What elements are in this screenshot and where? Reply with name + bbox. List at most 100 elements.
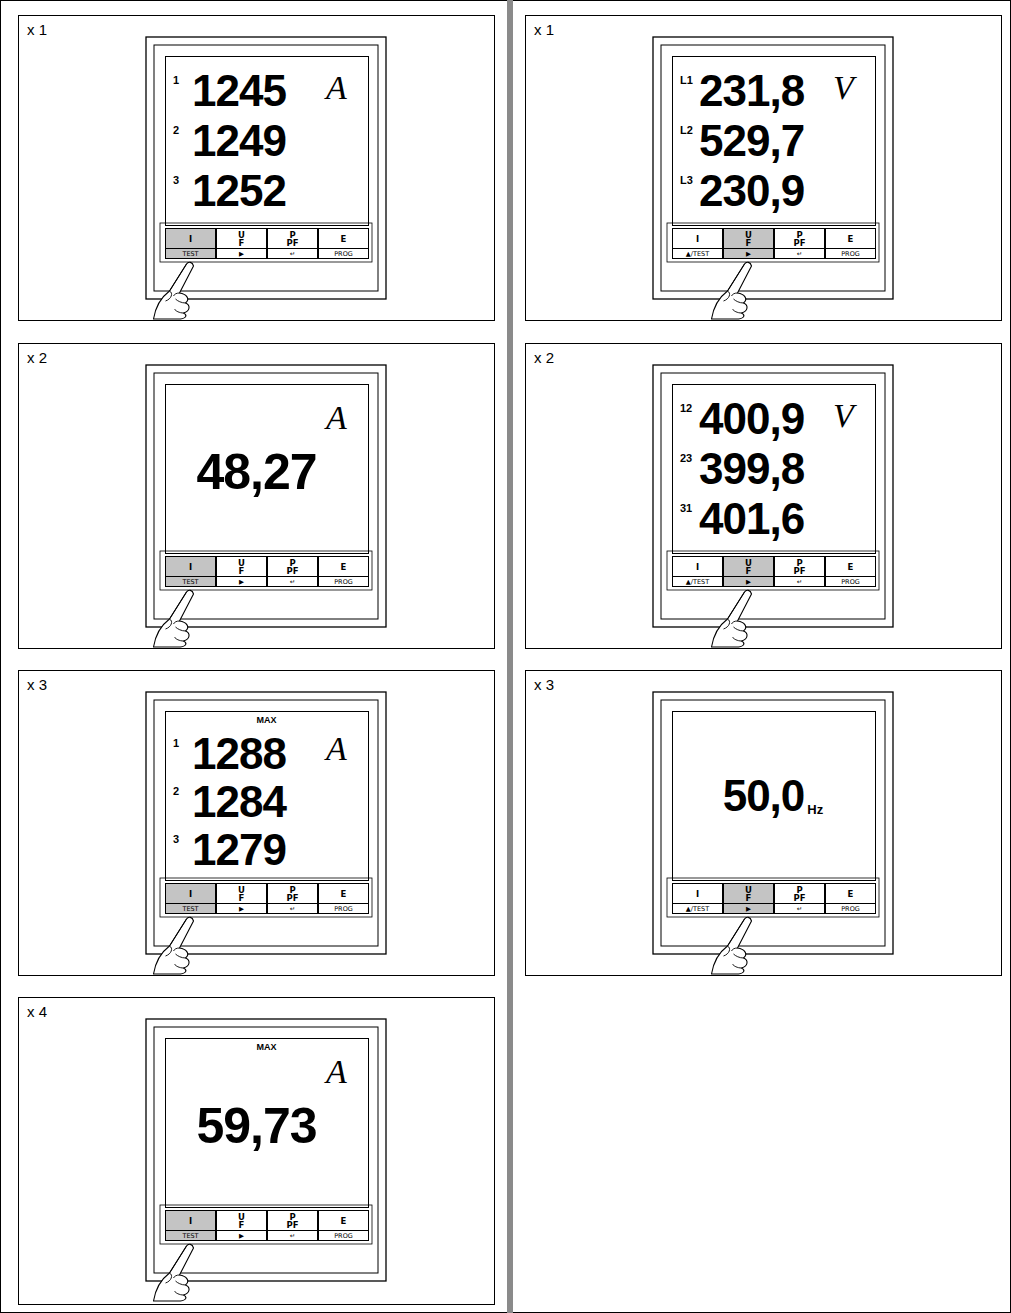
keypad-button: I▲/TEST — [672, 556, 723, 587]
meter-housing — [146, 365, 386, 627]
button-function-label: ↵ — [797, 251, 802, 258]
button-function-label: PROG — [841, 251, 860, 258]
key-top-area: P PF — [268, 885, 317, 903]
keypad-button: P PF↵ — [267, 883, 318, 914]
hand-outline — [712, 590, 752, 647]
key-top-area: U F — [724, 230, 773, 248]
button-key-label: I — [189, 1217, 192, 1225]
meter-drawing — [146, 365, 386, 647]
keypad-button: P PF ↵ — [774, 228, 825, 259]
pointing-hand — [154, 917, 194, 974]
step-count-label: x 2 — [534, 350, 554, 365]
max-indicator: MAX — [257, 1043, 277, 1052]
display-unit: A — [326, 71, 347, 105]
phase-label: 3 — [173, 834, 179, 845]
display-reading: 1249 — [192, 119, 286, 163]
display-reading: 1252 — [192, 169, 286, 213]
hand-outline — [154, 262, 194, 319]
meter-drawing — [653, 37, 893, 319]
key-top-area: P PF — [775, 230, 824, 248]
keypad-button: I▲/TEST — [672, 228, 723, 259]
meter-housing — [146, 1019, 386, 1281]
display-reading: 231,8 — [699, 69, 804, 113]
meter-housing — [653, 37, 893, 299]
meter-drawing — [146, 1019, 386, 1301]
key-bottom-area: TEST — [166, 903, 215, 914]
key-top-area: U F — [724, 885, 773, 903]
keypad-button: EPROG — [318, 883, 369, 914]
key-top-area: P PF — [268, 558, 317, 576]
key-top-area: P PF — [775, 558, 824, 576]
step-panel: x 4MAX59,73AITESTU F▶P PF↵EPROG — [18, 997, 495, 1305]
step-count-label: x 3 — [27, 677, 47, 692]
step-count-label: x 4 — [27, 1004, 47, 1019]
hand-outline — [154, 917, 194, 974]
hand-outline — [712, 262, 752, 319]
key-bottom-area: ↵ — [775, 248, 824, 259]
button-key-label: U F — [741, 886, 756, 902]
key-bottom-area: ↵ — [775, 903, 824, 914]
key-bottom-area: ↵ — [268, 576, 317, 587]
keypad-button: ITEST — [165, 556, 216, 587]
key-top-area: P PF — [268, 1212, 317, 1230]
keypad-button: U F▶ — [723, 228, 774, 259]
button-key-label: E — [341, 890, 347, 898]
button-function-label: ↵ — [290, 579, 295, 586]
key-top-area: E — [826, 230, 875, 248]
hand-outline — [712, 917, 752, 974]
button-key-label: P PF — [285, 1213, 300, 1229]
key-top-area: I — [166, 230, 215, 248]
button-key-label: U F — [234, 559, 249, 575]
button-key-label: U F — [741, 559, 756, 575]
pointing-hand — [712, 590, 752, 647]
button-key-label: U F — [234, 231, 249, 247]
display-reading: 1279 — [192, 828, 286, 872]
meter-bezel — [154, 1027, 378, 1273]
button-key-label: I — [696, 890, 699, 898]
key-bottom-area: ▲/TEST — [673, 903, 722, 914]
key-bottom-area: TEST — [166, 1230, 215, 1241]
keypad-frame — [160, 223, 372, 262]
display-reading: 1284 — [192, 780, 286, 824]
keypad-button: P PF↵ — [774, 883, 825, 914]
phase-label: L1 — [680, 75, 693, 86]
key-bottom-area: ▶ — [217, 248, 266, 259]
key-bottom-area: ↵ — [775, 576, 824, 587]
display-unit: A — [326, 1055, 347, 1089]
keypad-button: EPROG — [318, 556, 369, 587]
display-unit: A — [326, 401, 347, 435]
keypad-button: U F ▶ — [216, 556, 267, 587]
key-top-area: I — [673, 230, 722, 248]
hand-detail — [724, 592, 745, 641]
button-function-label: ▶ — [239, 579, 244, 586]
meter-illustrations — [146, 37, 893, 1301]
key-top-area: P PF — [268, 230, 317, 248]
key-bottom-area: PROG — [826, 248, 875, 259]
display-reading: 1288 — [192, 732, 286, 776]
button-function-label: TEST — [182, 1233, 198, 1240]
keypad-button: U F▶ — [216, 1210, 267, 1241]
button-key-label: U F — [234, 1213, 249, 1229]
phase-label: 31 — [680, 503, 692, 514]
button-function-label: ▶ — [746, 579, 751, 586]
phase-label: 12 — [680, 403, 692, 414]
key-top-area: E — [319, 885, 368, 903]
phase-label: 2 — [173, 786, 179, 797]
meter-drawing — [653, 365, 893, 647]
key-top-area: U F — [217, 558, 266, 576]
meter-bezel — [154, 700, 378, 946]
hand-detail — [166, 919, 187, 968]
meter-bezel — [661, 700, 885, 946]
display-unit: V — [833, 399, 854, 433]
step-panel: x 1112452124931252AITESTU F▶P PF↵EPROG — [18, 15, 495, 321]
phase-label: 23 — [680, 453, 692, 464]
display-reading: 59,73 — [196, 1101, 316, 1151]
key-bottom-area: TEST — [166, 248, 215, 259]
meter-bezel — [154, 373, 378, 619]
button-key-label: E — [341, 563, 347, 571]
button-function-label: ↵ — [797, 906, 802, 913]
step-panel: x 248,27AITESTU F▶P PF↵EPROG — [18, 343, 495, 649]
button-key-label: I — [189, 235, 192, 243]
keypad-button: U F▶ — [216, 228, 267, 259]
